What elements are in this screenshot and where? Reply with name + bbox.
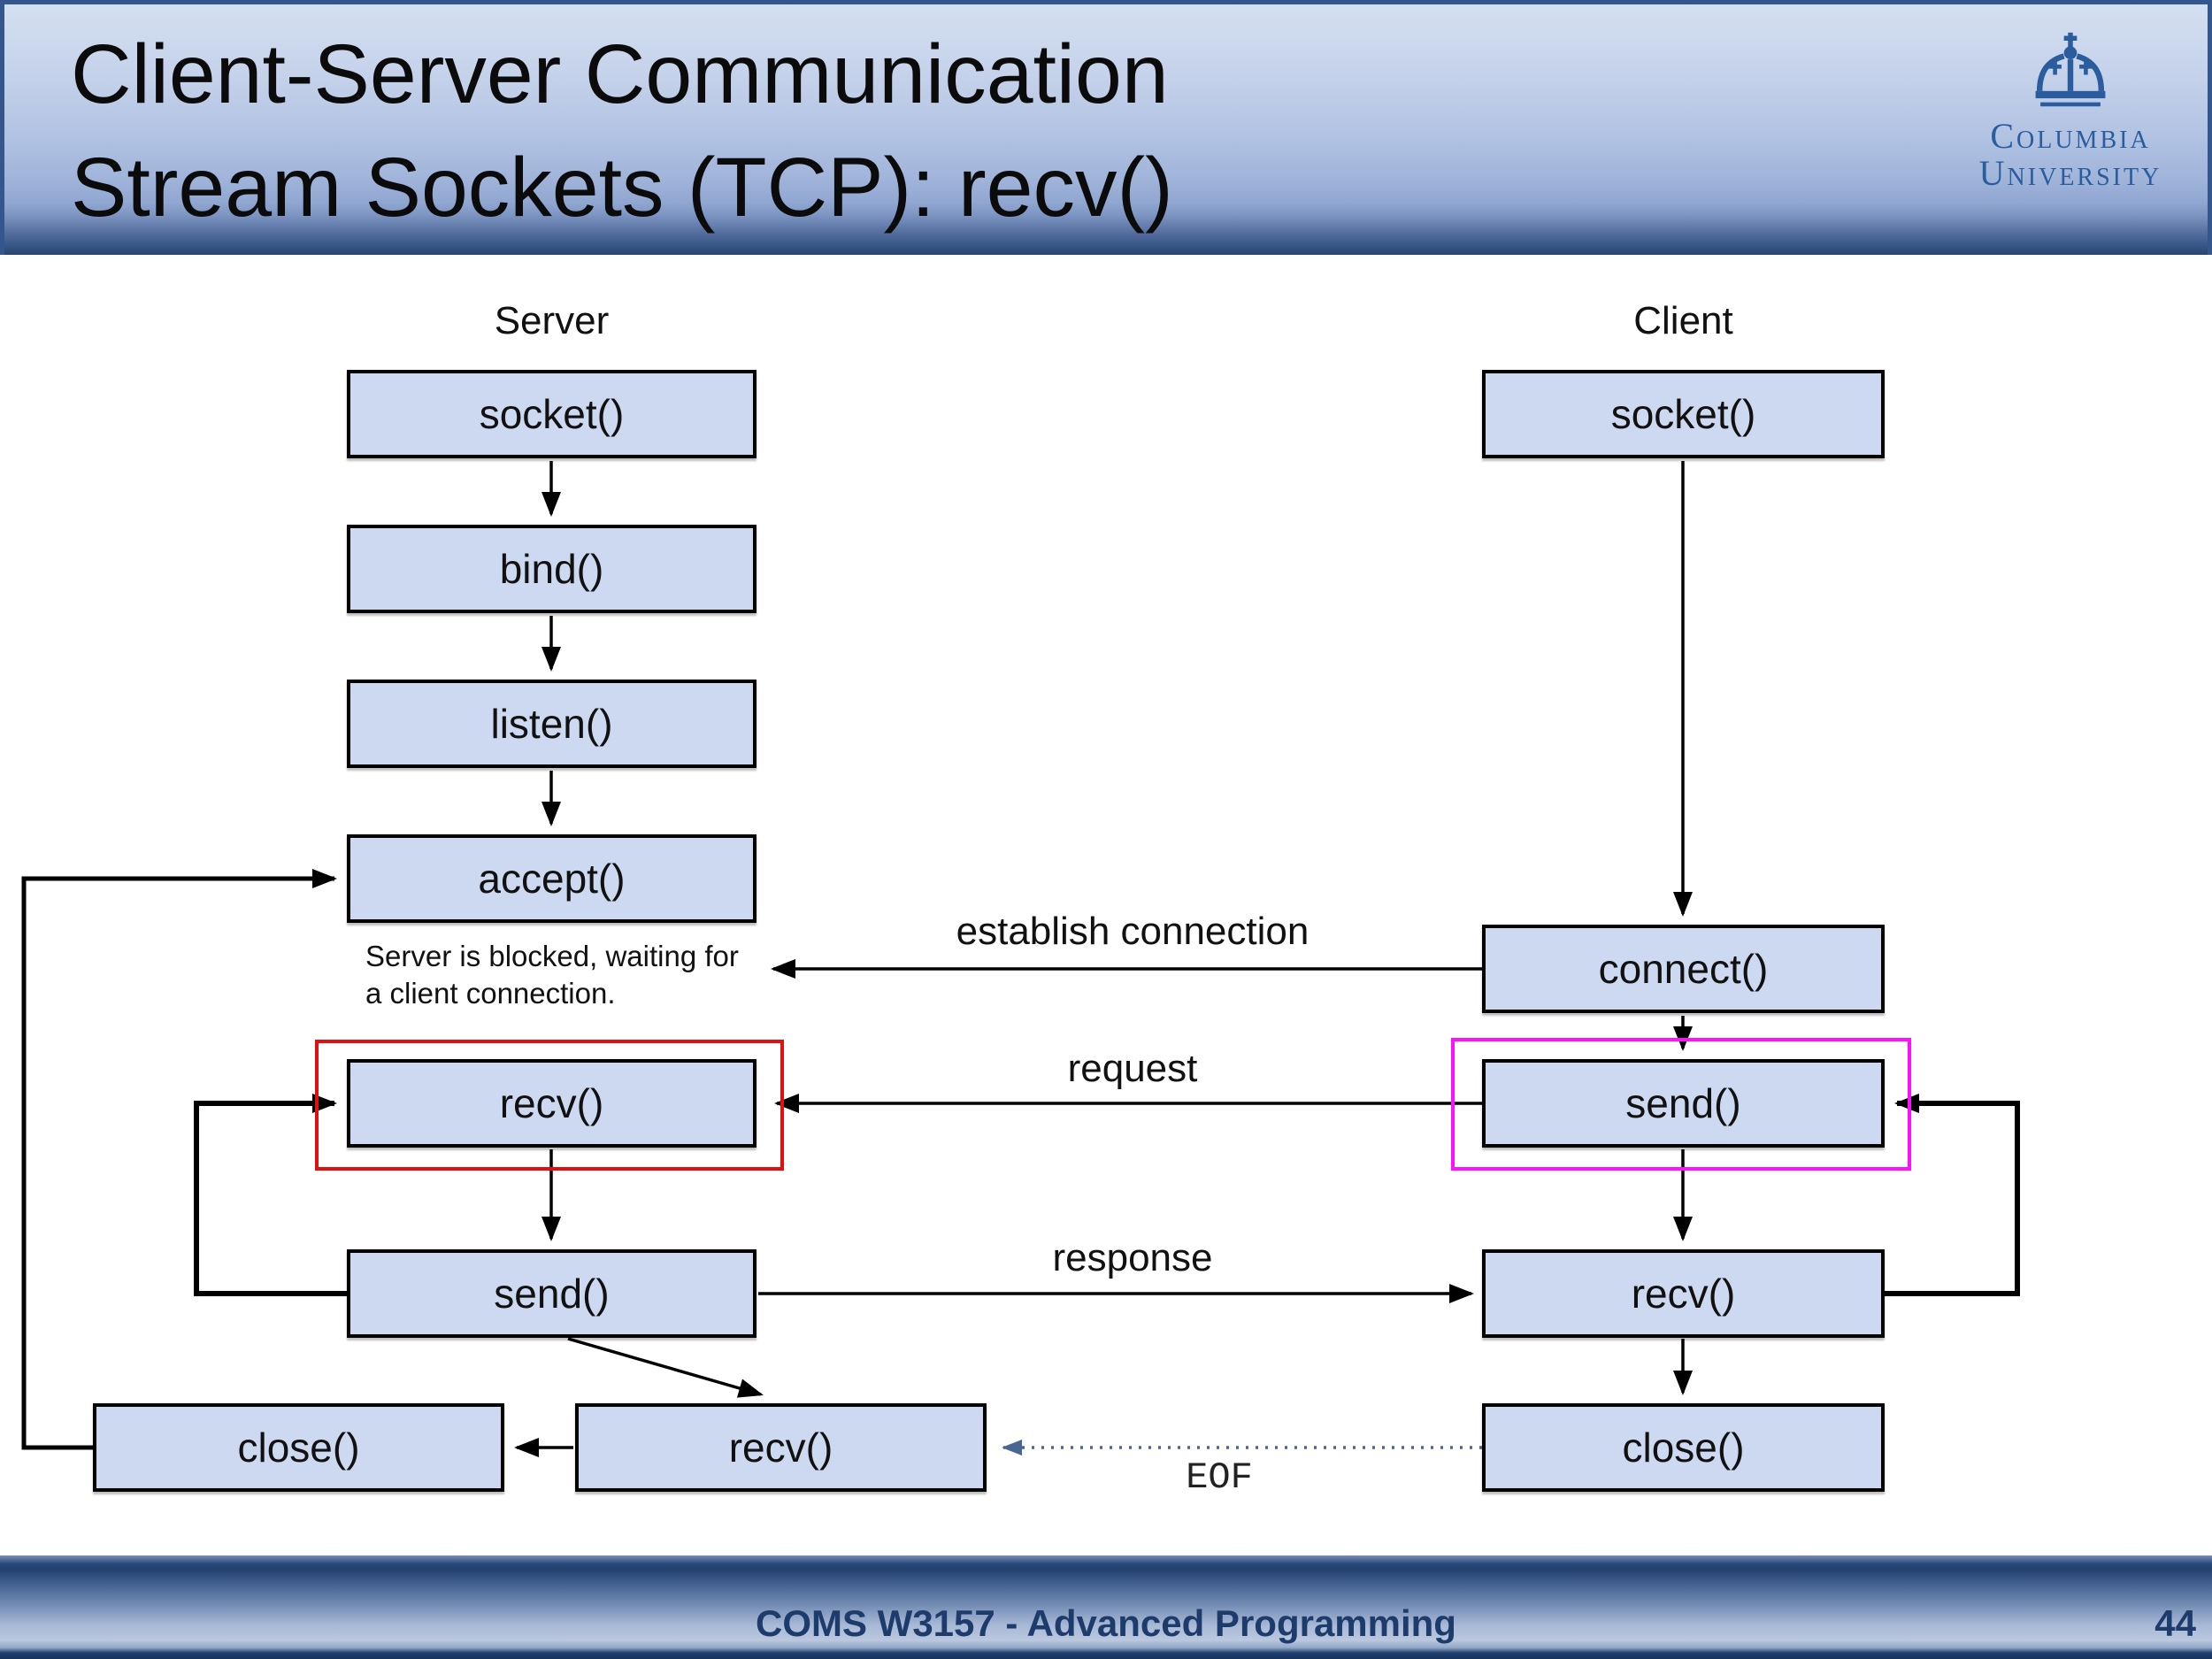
columbia-logo: Columbia University (1942, 27, 2199, 192)
client-connect-label: connect() (1598, 946, 1769, 992)
footer-page-number: 44 (2154, 1602, 2196, 1644)
footer-course-title: COMS W3157 - Advanced Programming (756, 1602, 1456, 1644)
slide-title-line1: Client-Server Communication (71, 27, 1169, 121)
client-send-highlight-box (1451, 1038, 1911, 1171)
client-recv-label: recv() (1631, 1271, 1736, 1317)
establish-connection-label: establish connection (956, 910, 1310, 953)
server-send-label: send() (494, 1271, 610, 1317)
server-recv-label: recv() (499, 1080, 604, 1126)
server-socket-box: socket() (347, 370, 757, 458)
server-close-box: close() (93, 1403, 504, 1492)
client-socket-label: socket() (1610, 391, 1756, 437)
client-column-label: Client (1633, 299, 1733, 342)
columbia-crown-icon (2035, 32, 2106, 107)
server-accept-label: accept() (478, 856, 626, 902)
client-close-box: close() (1482, 1403, 1885, 1492)
server-listen-box: listen() (347, 680, 757, 768)
arrow-server-send-to-recv2-diagonal (567, 1337, 764, 1398)
footer-banner: COMS W3157 - Advanced Programming 44 (0, 1555, 2212, 1659)
response-label: response (1052, 1236, 1213, 1279)
server-column-label: Server (494, 299, 610, 342)
server-send-box: send() (347, 1249, 757, 1338)
client-socket-box: socket() (1482, 370, 1885, 458)
slide-title-line2: Stream Sockets (TCP): recv() (71, 141, 1173, 234)
client-send-box: send() (1482, 1059, 1885, 1148)
server-bind-box: bind() (347, 525, 757, 613)
server-socket-label: socket() (479, 391, 625, 437)
server-blocked-note: Server is blocked, waiting for a client … (365, 938, 739, 1012)
loop-close-back-to-accept (21, 869, 337, 1450)
client-close-label: close() (1622, 1425, 1745, 1471)
logo-text-university: University (1978, 153, 2162, 193)
client-send-label: send() (1625, 1080, 1741, 1126)
server-blocked-note-line1: Server is blocked, waiting for (365, 940, 739, 972)
server-accept-box: accept() (347, 834, 757, 923)
server-listen-label: listen() (490, 701, 613, 747)
logo-text-columbia: Columbia (1990, 116, 2151, 156)
server-bind-label: bind() (499, 546, 604, 592)
client-connect-box: connect() (1482, 925, 1885, 1013)
client-recv-box: recv() (1482, 1249, 1885, 1338)
server-recv2-label: recv() (728, 1425, 833, 1471)
server-recv2-box: recv() (575, 1403, 987, 1492)
server-recv-highlight-box (315, 1040, 784, 1171)
request-label: request (1067, 1047, 1198, 1090)
server-recv-box: recv() (347, 1059, 757, 1148)
server-blocked-note-line2: a client connection. (365, 977, 616, 1010)
eof-label: EOF (1186, 1456, 1253, 1499)
server-close-label: close() (237, 1425, 360, 1471)
header-banner: Client-Server Communication Stream Socke… (0, 0, 2212, 255)
